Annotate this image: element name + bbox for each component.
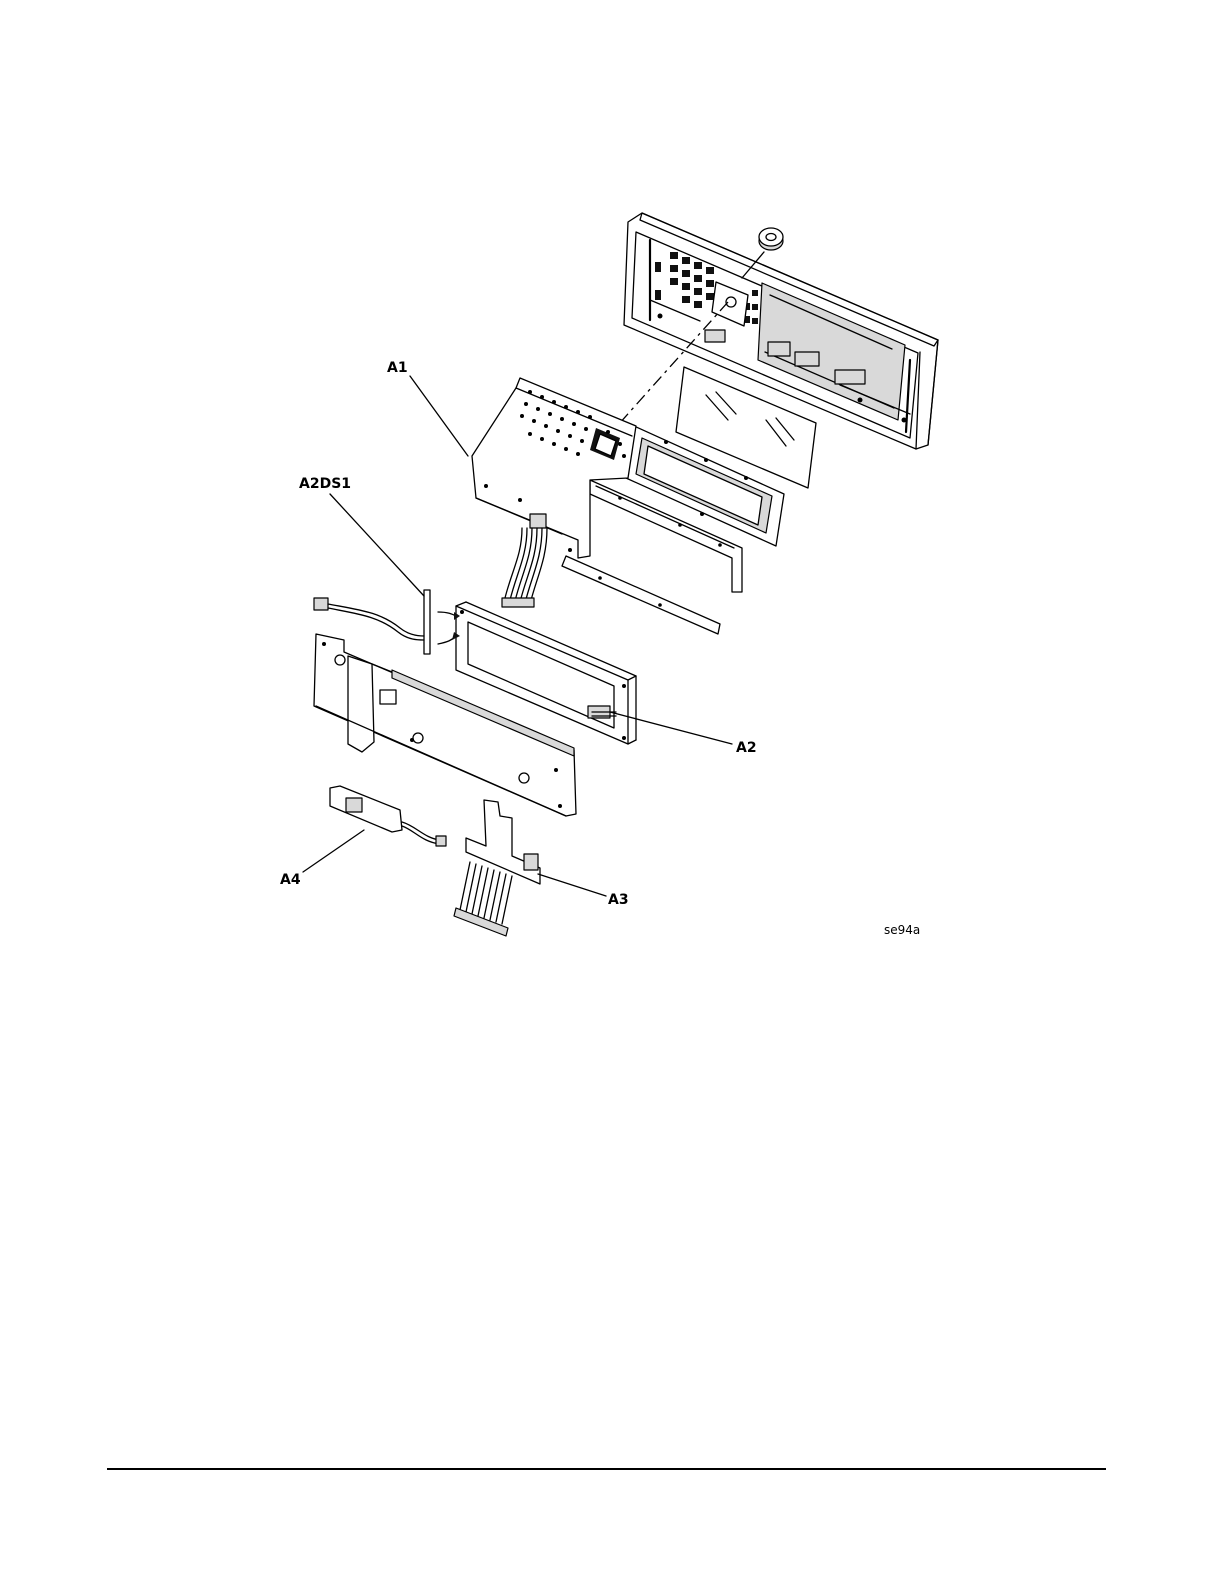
leader-a4	[303, 830, 364, 872]
callout-a4: A4	[280, 872, 301, 888]
leader-a3	[538, 874, 606, 896]
callout-a2ds1: A2DS1	[299, 476, 351, 492]
footer-rule	[107, 1468, 1106, 1470]
callout-a2: A2	[736, 740, 757, 756]
leader-a1	[410, 376, 468, 456]
callout-a3: A3	[608, 892, 629, 908]
a3-board	[454, 800, 540, 936]
figure-id: se94a	[884, 923, 920, 937]
a4-board	[330, 786, 446, 846]
leader-a2ds1	[330, 494, 424, 596]
callout-a1: A1	[387, 360, 408, 376]
